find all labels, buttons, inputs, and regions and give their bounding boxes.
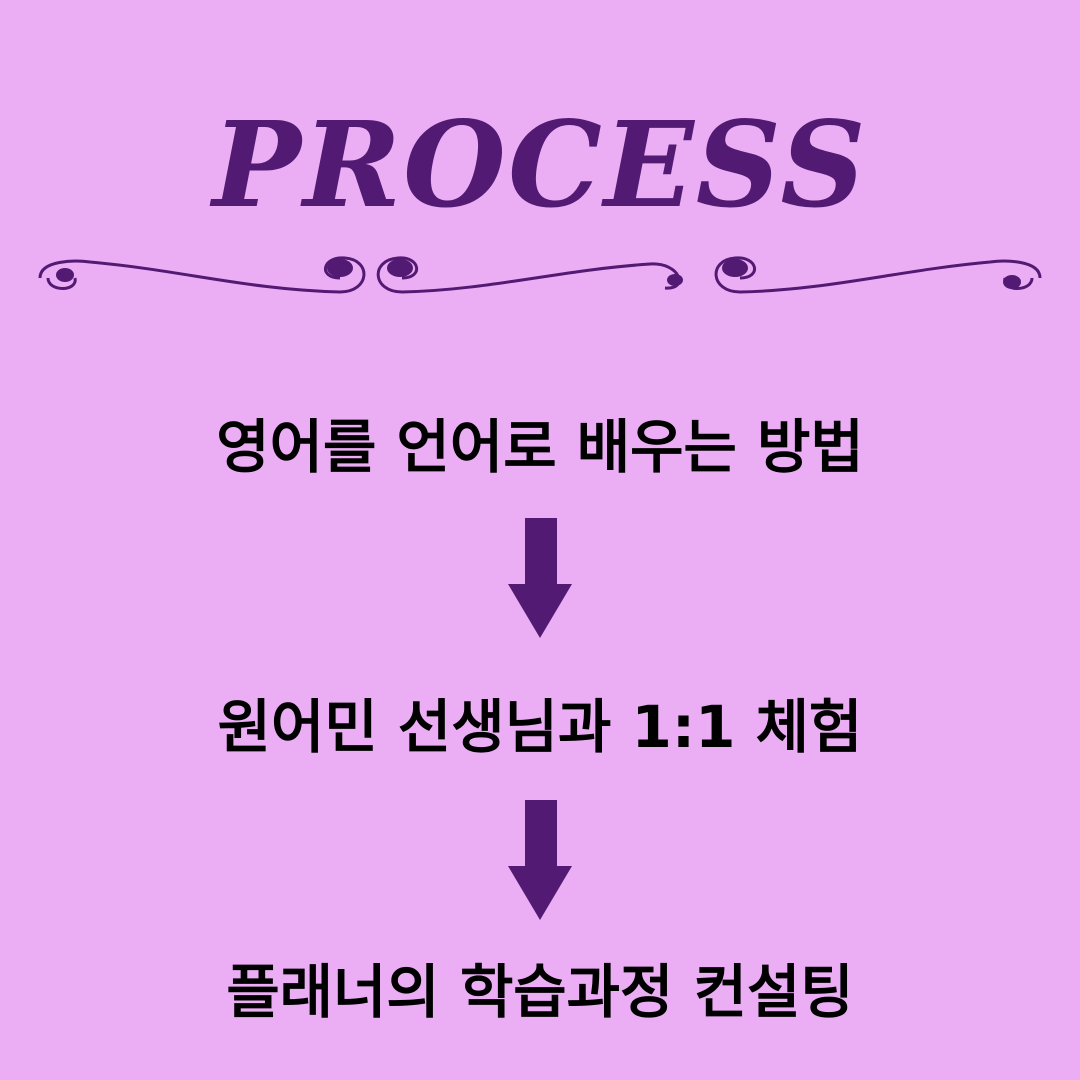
page-title: PROCESS	[212, 95, 868, 234]
step-1: 영어를 언어로 배우는 방법	[216, 413, 864, 481]
arrow-down-icon	[508, 518, 572, 638]
ornament-divider-icon	[38, 256, 1042, 294]
arrow-down-icon	[508, 800, 572, 920]
step-2: 원어민 선생님과 1:1 체험	[217, 693, 863, 761]
step-3: 플래너의 학습과정 컨설팅	[226, 958, 854, 1026]
